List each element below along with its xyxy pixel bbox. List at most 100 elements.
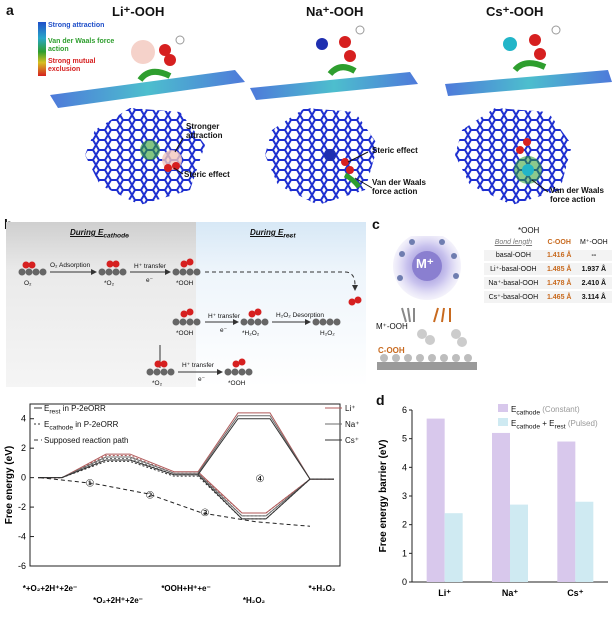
panel-a-illustrations	[50, 25, 612, 205]
x-category-label: *OOH+H⁺+e⁻	[161, 584, 210, 593]
series-rest-line	[38, 456, 334, 517]
flow-h-transfer-2: H⁺ transfer	[208, 313, 240, 320]
step-label: ③	[201, 508, 210, 519]
series-cathode-line	[38, 455, 334, 514]
bar	[444, 513, 463, 582]
panel-a-title-li: Li⁺-OOH	[112, 4, 165, 19]
top-view-na	[265, 108, 378, 205]
bar	[575, 501, 594, 582]
bar	[492, 432, 510, 582]
rest-phase-bg	[196, 222, 366, 387]
header-cathode: During Ecathode	[70, 228, 129, 240]
flow-star-ooh: *OOH	[176, 280, 194, 287]
anno-cs-vdw: Van der Waals force action	[550, 186, 604, 204]
x-category-label: *+H₂O₂	[309, 584, 336, 593]
flow-star-ooh-2: *OOH	[176, 330, 194, 337]
legend-cs: Cs⁺	[345, 436, 359, 445]
col-header-bond-length: Bond length	[484, 236, 543, 250]
flow-h2o2: H₂O₂	[320, 330, 335, 337]
bar-legend-pulsed: Ecathode + Erest (Pulsed)	[498, 418, 598, 431]
series-rest-peak	[197, 418, 311, 480]
flow-star-o2: *O₂	[104, 280, 115, 287]
y-tick-label: 4	[402, 462, 407, 472]
flow-star-h2o2: *H₂O₂	[242, 330, 260, 337]
panel-a-title-cs: Cs⁺-OOH	[486, 4, 544, 19]
y-tick-label: -6	[18, 561, 26, 571]
y-tick-label: 2	[402, 520, 407, 530]
series-rest-line	[38, 459, 334, 520]
m-ooh-label: M⁺-OOH	[376, 322, 408, 331]
flow-e-2: e⁻	[220, 327, 228, 334]
flow-star-ooh-3: *OOH	[228, 380, 246, 387]
header-rest: During Erest	[250, 228, 296, 240]
flow-e-3: e⁻	[198, 376, 206, 383]
bar-legend-constant: Ecathode (Constant)	[498, 404, 580, 417]
y-tick-label: 0	[21, 473, 26, 483]
side-view-li	[50, 35, 245, 108]
color-scale-bar	[38, 22, 46, 76]
step-label: ④	[256, 474, 265, 485]
y-axis-label: Free energy barrier (eV)	[378, 440, 389, 553]
table-title: *OOH	[518, 226, 540, 235]
y-tick-label: 2	[21, 443, 26, 453]
series-cathode-line	[38, 460, 334, 520]
flow-o2: O₂	[24, 280, 32, 287]
legend-strong-exclusion: Strong mutual exclusion	[48, 58, 96, 73]
legend-ecathode: Ecathode in P-2eORR	[44, 420, 119, 432]
x-category-label: Na⁺	[502, 588, 519, 598]
anno-na-steric: Steric effect	[372, 146, 418, 155]
col-header-c-ooh: C-OOH	[542, 236, 576, 250]
panel-c-label: c	[372, 216, 380, 232]
c-ooh-label: C-OOH	[378, 346, 405, 355]
series-rest-peak	[197, 415, 311, 480]
legend-na: Na⁺	[345, 420, 360, 429]
cathode-phase-bg	[6, 222, 196, 387]
legend-li: Li⁺	[345, 404, 356, 413]
top-view-cs	[455, 108, 572, 205]
x-category-label: Li⁺	[438, 588, 451, 598]
panel-a-title-na: Na⁺-OOH	[306, 4, 364, 19]
panel-a-label: a	[6, 2, 14, 18]
x-category-label: Cs⁺	[567, 588, 584, 598]
anno-na-vdw: Van der Waals force action	[372, 178, 426, 196]
panel-c-illustration	[377, 236, 477, 370]
y-tick-label: -2	[18, 502, 26, 512]
bar	[510, 504, 528, 582]
legend-vdw: Van der Waals force action	[48, 38, 115, 53]
bar	[557, 441, 576, 582]
bar	[426, 418, 445, 582]
x-category-label: *O₂+2H⁺+2e⁻	[93, 596, 143, 605]
step-label: ①	[86, 478, 95, 489]
y-tick-label: 4	[21, 414, 26, 424]
plot-frame	[29, 403, 341, 567]
legend-supposed-path: Supposed reaction path	[44, 436, 129, 445]
x-category-label: *H₂O₂	[243, 596, 266, 605]
flow-h2o2-desorption: H₂O₂ Desorption	[276, 312, 325, 319]
anno-li-steric: Steric effect	[184, 170, 230, 179]
flow-star-o2-b: *O₂	[152, 380, 163, 387]
legend-strong-attraction: Strong attraction	[48, 22, 105, 29]
y-tick-label: 6	[402, 405, 407, 415]
y-tick-label: 5	[402, 434, 407, 444]
flow-e-1: e⁻	[146, 277, 154, 284]
y-tick-label: 0	[402, 577, 407, 587]
side-view-cs	[445, 25, 612, 96]
side-view-na	[250, 25, 418, 100]
series-rest-line	[38, 453, 334, 514]
panel-d-label: d	[376, 392, 385, 408]
flow-h-transfer-3: H⁺ transfer	[182, 362, 214, 369]
anno-li-attraction: Stronger attraction	[186, 122, 223, 140]
ion-label: M⁺	[416, 256, 434, 271]
y-tick-label: -4	[18, 532, 26, 542]
y-tick-label: 1	[402, 548, 407, 558]
y-axis-label: Free energy (eV)	[4, 446, 15, 524]
step-label: ②	[146, 490, 155, 501]
flow-o2-adsorption: O₂ Adsorption	[50, 262, 91, 269]
col-header-m-ooh: M⁺-OOH	[575, 236, 612, 250]
